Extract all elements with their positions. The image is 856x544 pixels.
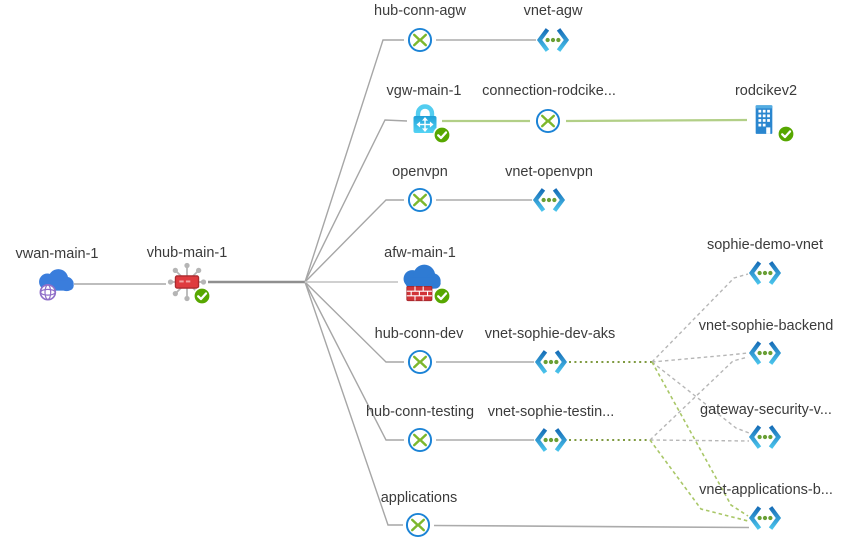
node-label-hub-conn-dev: hub-conn-dev — [374, 326, 464, 342]
virtual-network-icon — [531, 182, 568, 219]
node-label-vgw-main-1: vgw-main-1 — [386, 83, 462, 99]
node-label-afw-main-1: afw-main-1 — [384, 245, 456, 261]
node-label-applications: applications — [380, 490, 458, 506]
node-label-vnet-agw: vnet-agw — [523, 3, 583, 19]
connection-icon — [405, 512, 431, 538]
virtual-network-icon — [747, 335, 784, 372]
virtual-network-icon — [535, 22, 572, 59]
node-label-vhub-main-1: vhub-main-1 — [146, 245, 228, 261]
node-label-vnet-sophie-backend: vnet-sophie-backend — [698, 318, 834, 334]
node-label-hub-conn-agw: hub-conn-agw — [374, 3, 466, 19]
virtual-network-icon — [747, 500, 784, 537]
connection-icon — [407, 349, 433, 375]
connection-icon — [535, 108, 561, 134]
healthy-check-icon — [432, 125, 452, 145]
node-label-openvpn: openvpn — [392, 164, 448, 180]
connection-icon — [407, 27, 433, 53]
node-label-gateway-security: gateway-security-v... — [700, 402, 832, 418]
node-label-rodcikev2: rodcikev2 — [734, 83, 798, 99]
connection-icon — [407, 427, 433, 453]
virtual-network-icon — [533, 344, 570, 381]
node-label-vnet-applications-b: vnet-applications-b... — [699, 482, 833, 498]
node-label-vnet-openvpn: vnet-openvpn — [505, 164, 593, 180]
healthy-check-icon — [776, 124, 796, 144]
node-label-vnet-sophie-dev-aks: vnet-sophie-dev-aks — [484, 326, 616, 342]
virtual-network-icon — [747, 419, 784, 456]
healthy-check-icon — [432, 286, 452, 306]
connection-icon — [407, 187, 433, 213]
virtual-network-icon — [533, 422, 570, 459]
virtual-wan-icon — [38, 268, 75, 301]
node-label-vnet-sophie-testing: vnet-sophie-testin... — [487, 404, 615, 420]
node-label-connection-rodcike: connection-rodcike... — [482, 83, 616, 99]
node-label-vwan-main-1: vwan-main-1 — [15, 246, 99, 262]
node-label-hub-conn-testing: hub-conn-testing — [365, 404, 475, 420]
node-label-sophie-demo-vnet: sophie-demo-vnet — [706, 237, 824, 253]
virtual-network-icon — [747, 255, 784, 292]
healthy-check-icon — [192, 286, 212, 306]
